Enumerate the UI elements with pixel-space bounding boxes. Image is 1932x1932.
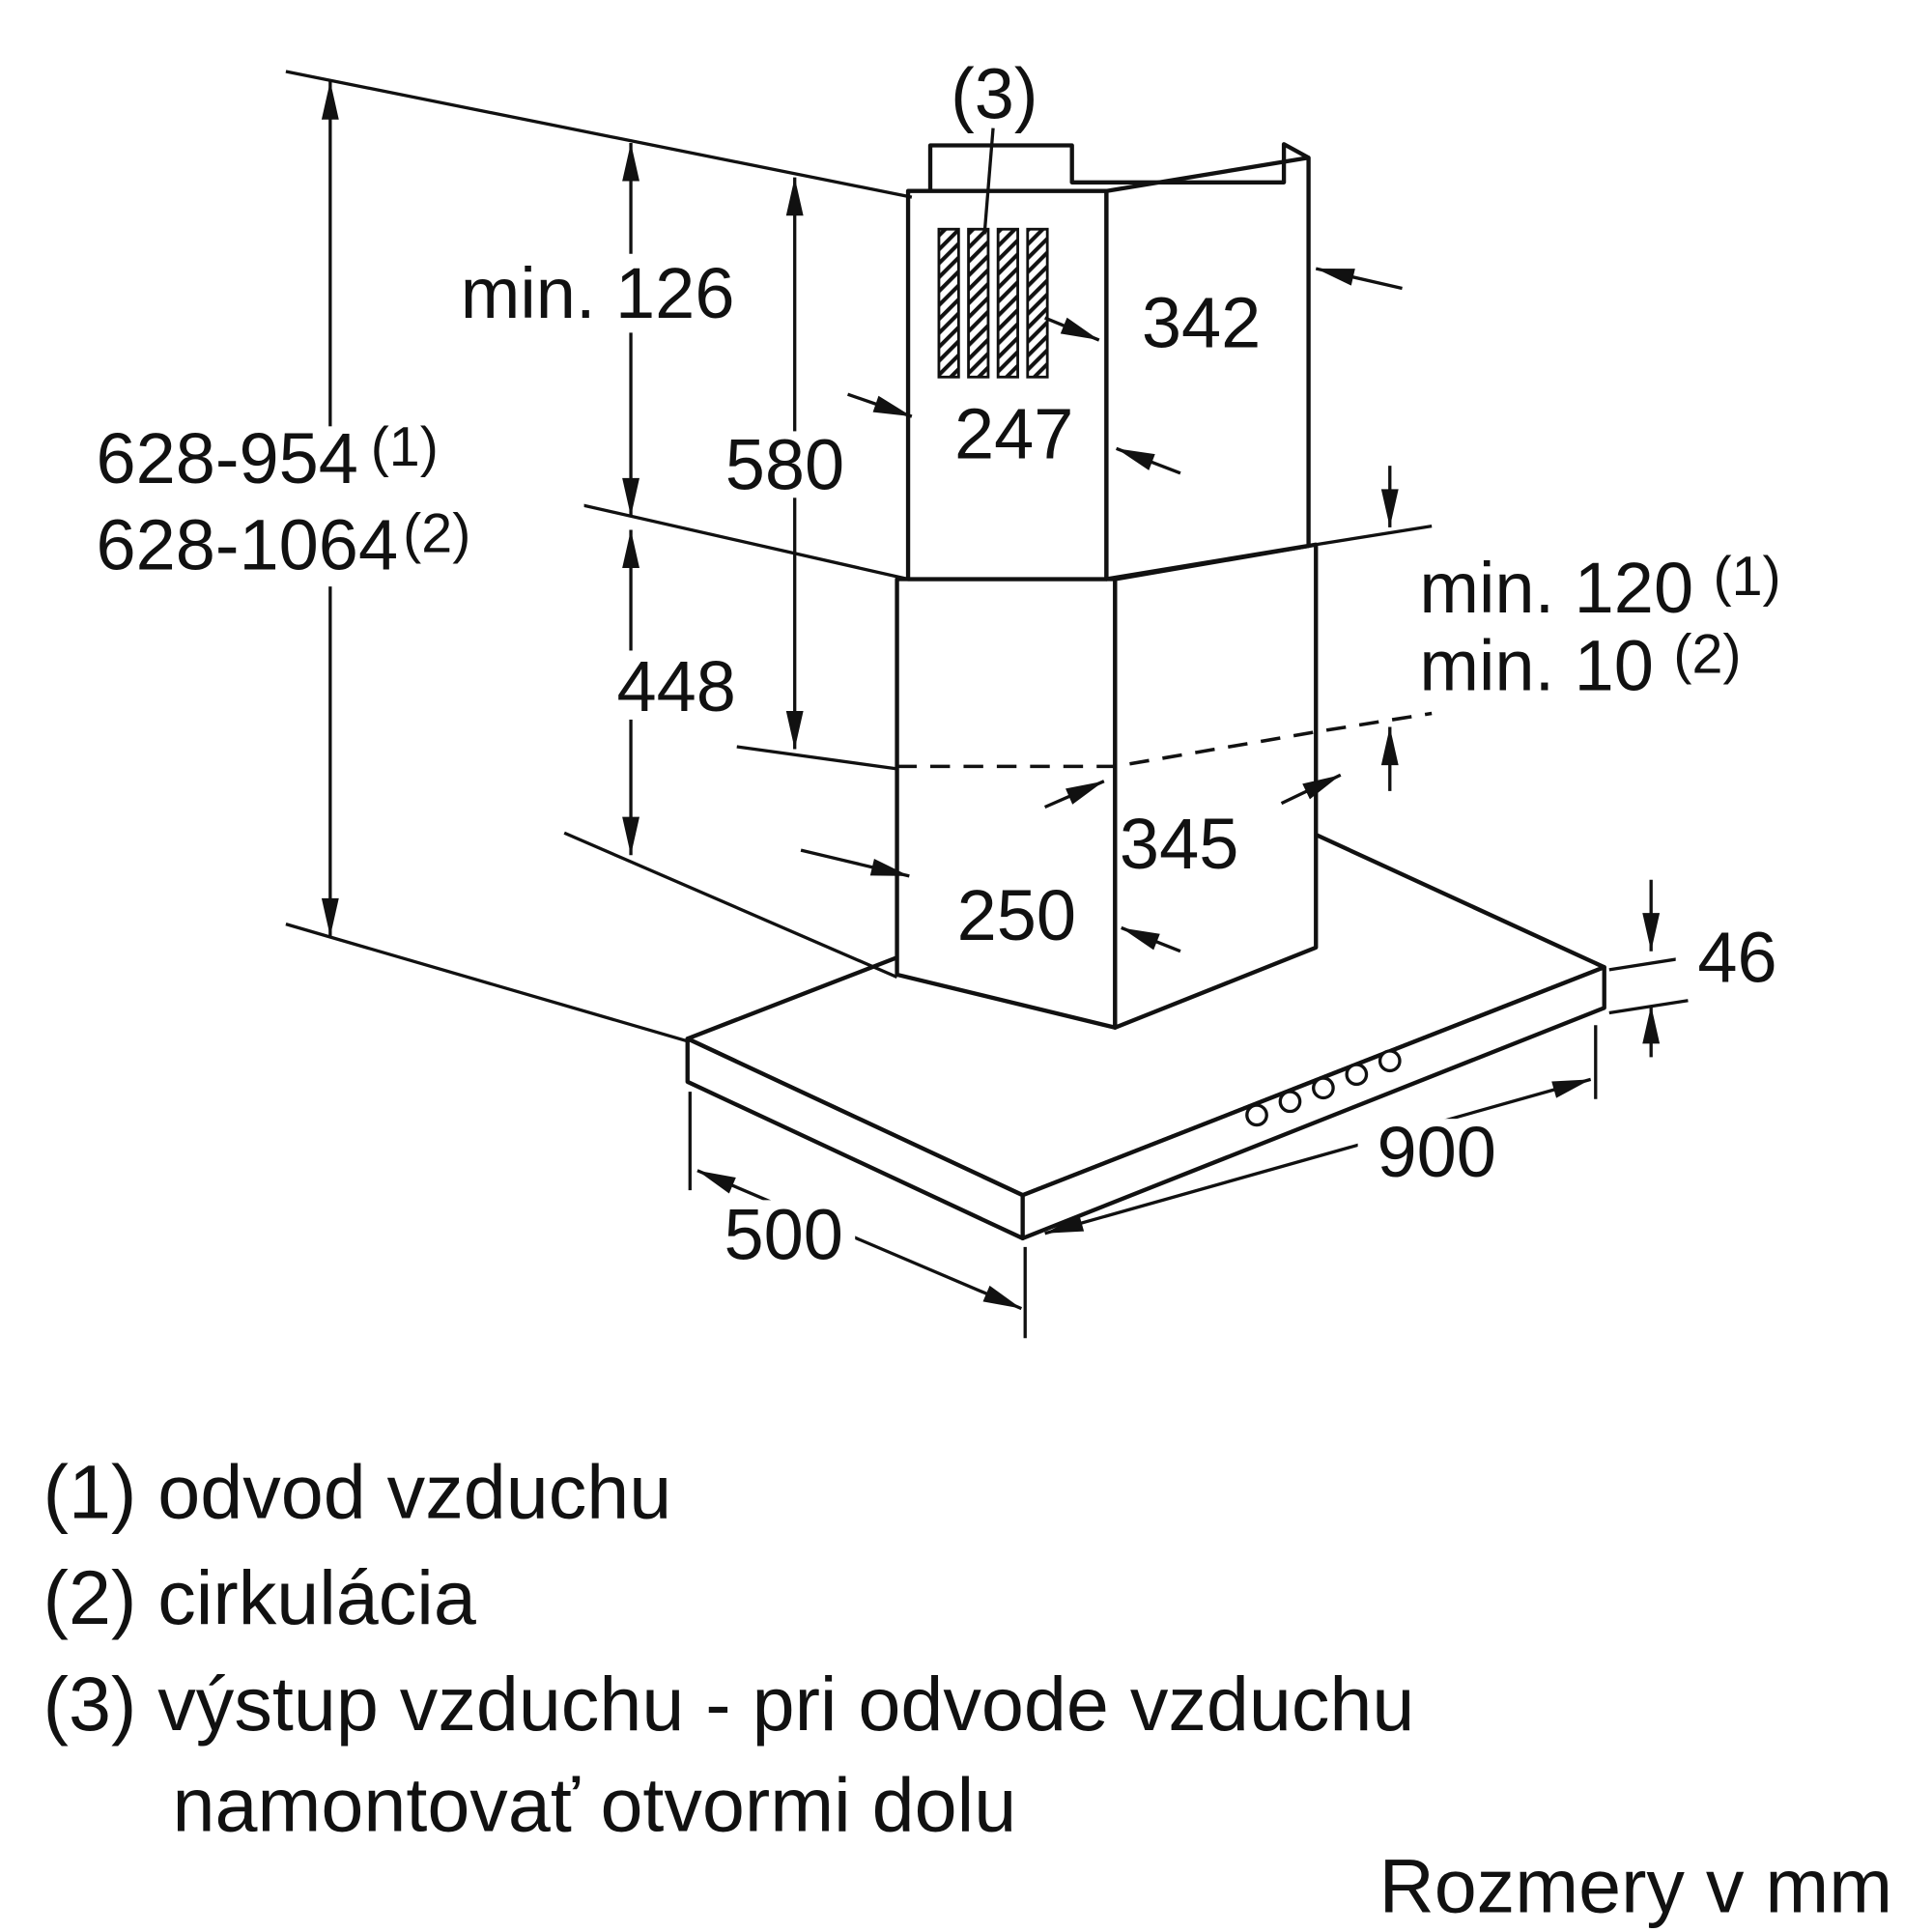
dim345-arrow-right [1280, 773, 1342, 806]
dimension-lines [285, 70, 1689, 1339]
dim46-label: 46 [1697, 918, 1776, 998]
legend-line-4: namontovať otvormi dolu [173, 1761, 1017, 1847]
label-mask [1357, 1119, 1519, 1186]
dimension-labels: (3) min. 126 628-954(1) 628-1064(2) 580 … [96, 53, 1780, 1274]
label-mask [696, 431, 876, 498]
extension-line-lower-chimney-top [1315, 525, 1433, 547]
label-mask [413, 253, 781, 333]
control-button [1278, 1090, 1302, 1114]
extension-line-chimney-base [563, 831, 898, 980]
dim500-label: 500 [724, 1195, 843, 1275]
legend-line-2: (2) cirkulácia [43, 1554, 476, 1640]
chimney [895, 142, 1433, 1030]
dim250-arrow-left [800, 848, 910, 878]
label-mask [579, 650, 777, 720]
dim580-label: 580 [725, 424, 844, 504]
dim345-arrow-left [1043, 780, 1105, 809]
chimney-top-back-lip [927, 142, 1310, 191]
label-mask [1675, 926, 1800, 991]
overall-height-duct-label: 628-954(1) [96, 416, 438, 498]
dim247-arrow-left [847, 392, 913, 418]
legend-line-3: (3) výstup vzduchu - pri odvode vzduchu [43, 1661, 1415, 1747]
legend-line-1: (1) odvod vzduchu [43, 1448, 672, 1534]
dim342-arrow-left [1044, 316, 1100, 342]
dim46-extension-top [1608, 955, 1689, 972]
air-outlet-vent-slots [937, 227, 1049, 379]
dim345-label: 345 [1120, 804, 1238, 884]
dim46-extension-bottom [1608, 999, 1689, 1015]
extension-line-top [285, 70, 913, 199]
dim448-label: 448 [617, 646, 736, 726]
label-mask [717, 1200, 856, 1267]
control-button [1245, 1103, 1268, 1127]
callout-3-label: (3) [951, 53, 1037, 133]
min10-label: min. 10(2) [1419, 623, 1741, 705]
dim342-arrow-right [1315, 267, 1403, 291]
dim247-label: 247 [954, 393, 1073, 473]
dim247-arrow-right [1116, 446, 1181, 475]
control-button [1345, 1063, 1369, 1087]
overall-height-recirc-label: 628-1064(2) [96, 502, 470, 584]
dim900-label: 900 [1378, 1112, 1496, 1192]
chimney-lower-front-face [895, 577, 1118, 1030]
control-button [1312, 1076, 1335, 1100]
vent-slot [937, 227, 960, 379]
dim250-label: 250 [957, 875, 1076, 955]
dim900-dimension-line [1044, 1077, 1592, 1236]
callout-3-leader-line [982, 128, 995, 235]
control-button [1378, 1049, 1402, 1073]
chimney-upper-side-face [1104, 156, 1311, 582]
legend: (1) odvod vzduchu (2) cirkulácia (3) výs… [43, 1448, 1893, 1928]
extension-line-canopy-corner [285, 923, 689, 1043]
vent-slot [967, 227, 990, 379]
extension-line-dashed-level [736, 745, 897, 771]
dim500-dimension-line [696, 1169, 1023, 1311]
units-note: Rozmery v mm [1379, 1843, 1893, 1929]
vent-slot [1026, 227, 1049, 379]
min126-label: min. 126 [461, 253, 735, 333]
vent-slot [996, 227, 1019, 379]
min120-label: min. 120(1) [1419, 546, 1780, 628]
chimney-lower-side-face [1113, 542, 1319, 1030]
label-masks [86, 253, 1800, 1267]
telescopic-overlap-dashed-line [896, 711, 1433, 769]
dim342-label: 342 [1142, 283, 1261, 363]
label-mask [86, 426, 584, 587]
dim250-arrow-right [1121, 925, 1181, 953]
